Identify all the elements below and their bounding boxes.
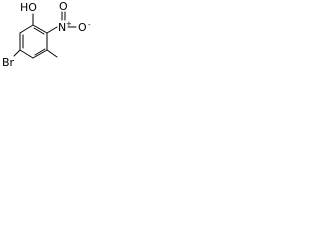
ring-double-bond-c [33, 27, 45, 35]
bond-to-bromo [13, 49, 21, 57]
ring-bond-6 [32, 24, 48, 34]
nitro-o-top-label: O [59, 0, 68, 13]
ring-bond-1 [19, 24, 34, 34]
nitro-n-label: N [58, 21, 66, 34]
nitro-o-right-label: O [78, 21, 87, 34]
bond-to-nitro [46, 26, 58, 34]
bromo-label: Br [2, 56, 15, 69]
ring-bond-3 [19, 49, 34, 59]
hydroxyl-label: HO [20, 1, 37, 14]
ring-double-bond-b [34, 48, 46, 56]
bond-to-methyl [46, 49, 58, 58]
molecule-diagram: HO N + O O - Br [2, 0, 91, 69]
ring-bond-4 [32, 49, 48, 59]
nitro-minus-label: - [88, 21, 91, 29]
benzene-ring [19, 24, 48, 59]
nitro-plus-label: + [66, 20, 72, 28]
